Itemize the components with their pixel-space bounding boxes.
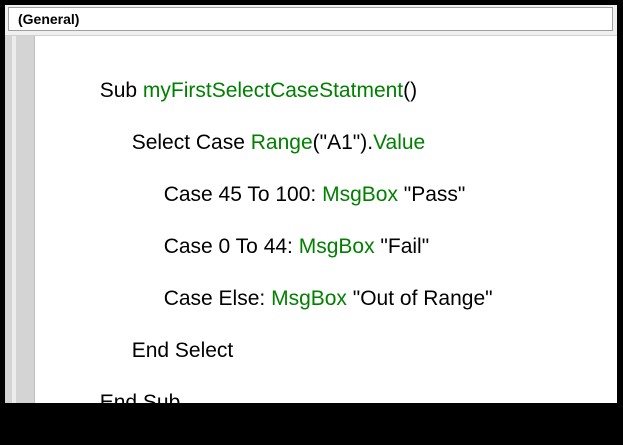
case-condition: Case 45 To 100: bbox=[163, 183, 323, 206]
code-line-case-else: Case Else: MsgBox "Out of Range" bbox=[117, 257, 493, 341]
msgbox-function: MsgBox bbox=[298, 235, 375, 258]
vba-code-window: (General) Sub myFirstSelectCaseStatment(… bbox=[5, 5, 617, 414]
msgbox-string: "Out of Range" bbox=[346, 287, 493, 310]
case-condition: Case Else: bbox=[163, 287, 272, 310]
procedure-name: myFirstSelectCaseStatment bbox=[142, 79, 404, 102]
range-object: Range bbox=[250, 131, 313, 154]
keyword-end-sub: End Sub bbox=[99, 391, 181, 414]
msgbox-string: "Pass" bbox=[397, 183, 466, 206]
value-property: Value bbox=[373, 131, 426, 154]
margin-indicator-bar bbox=[5, 36, 35, 403]
code-line-case-pass: Case 45 To 100: MsgBox "Pass" bbox=[117, 153, 466, 237]
code-line-end-sub: End Sub bbox=[53, 361, 181, 445]
code-line-end-select: End Select bbox=[85, 309, 234, 393]
screenshot-frame: (General) Sub myFirstSelectCaseStatment(… bbox=[5, 5, 617, 414]
code-line-select-case: Select Case Range("A1").Value bbox=[85, 101, 426, 185]
keyword-end-select: End Select bbox=[131, 339, 234, 362]
code-editor[interactable]: Sub myFirstSelectCaseStatment() Select C… bbox=[35, 36, 617, 414]
keyword-sub: Sub bbox=[99, 79, 143, 102]
case-condition: Case 0 To 44: bbox=[163, 235, 299, 258]
object-dropdown[interactable]: (General) bbox=[8, 7, 613, 31]
msgbox-function: MsgBox bbox=[322, 183, 398, 206]
parentheses: () bbox=[403, 79, 418, 102]
code-line-sub: Sub myFirstSelectCaseStatment() bbox=[53, 49, 417, 133]
msgbox-string: "Fail" bbox=[374, 235, 430, 258]
gutter-strip bbox=[12, 36, 16, 403]
range-argument: ("A1"). bbox=[312, 131, 374, 154]
code-line-case-fail: Case 0 To 44: MsgBox "Fail" bbox=[117, 205, 430, 289]
code-window-toolbar: (General) bbox=[5, 5, 617, 36]
msgbox-function: MsgBox bbox=[271, 287, 347, 310]
keyword-select-case: Select Case bbox=[131, 131, 251, 154]
